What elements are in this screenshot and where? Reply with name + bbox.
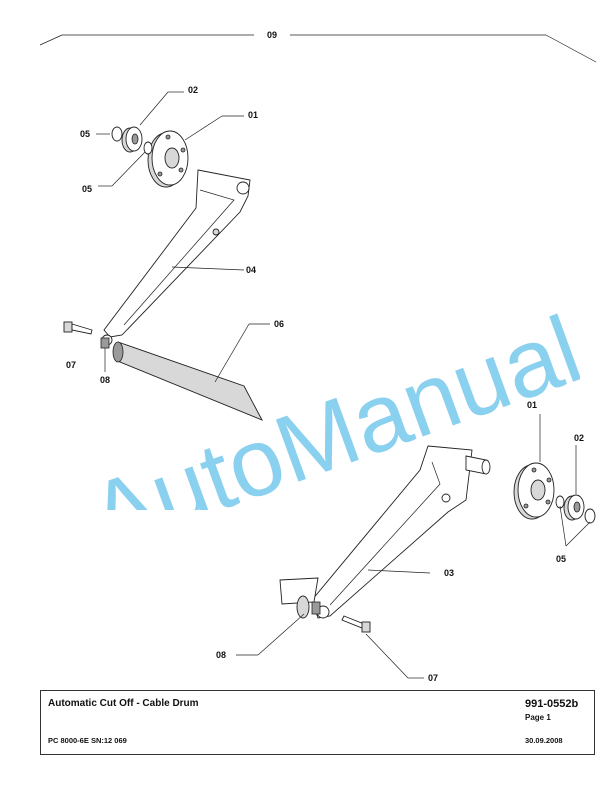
ring-top-a — [111, 126, 123, 142]
page-number: Page 1 — [525, 713, 551, 722]
callout-bottom-03: 03 — [444, 568, 454, 578]
flange-top — [147, 130, 189, 188]
flange-bottom — [513, 462, 555, 520]
watermark: AutoManual — [76, 296, 580, 510]
callout-top-06: 06 — [274, 319, 284, 329]
model-serial: PC 8000-6E SN:12 069 — [48, 736, 127, 745]
lever-arm-bottom — [311, 445, 491, 619]
bearing-top — [121, 126, 143, 153]
ring-top-b — [143, 141, 153, 155]
callout-bottom-02: 02 — [574, 433, 584, 443]
document-number: 991-0552b — [525, 698, 579, 710]
document-title: Automatic Cut Off - Cable Drum — [48, 698, 199, 709]
bolt-bottom — [341, 615, 371, 633]
nut-bottom — [311, 601, 321, 615]
roller-bottom — [279, 577, 319, 619]
callout-top-05a: 05 — [80, 129, 90, 139]
document-date: 30.09.2008 — [525, 736, 563, 745]
roller-top — [112, 341, 263, 421]
section-number: 09 — [267, 30, 277, 40]
callout-top-07: 07 — [66, 360, 76, 370]
callout-bottom-05: 05 — [556, 554, 566, 564]
callout-bottom-01: 01 — [527, 400, 537, 410]
callout-top-01: 01 — [248, 110, 258, 120]
parts-diagram: 09 02 — [39, 30, 597, 683]
title-block: Automatic Cut Off - Cable Drum PC 8000-6… — [40, 690, 595, 755]
bolt-top — [63, 321, 93, 335]
ring-bottom-b — [584, 508, 596, 524]
bearing-bottom — [563, 494, 585, 521]
callout-bottom-07: 07 — [428, 673, 438, 683]
callout-top-04: 04 — [246, 265, 256, 275]
watermark-text: AutoManual — [76, 296, 580, 510]
callout-top-08: 08 — [100, 375, 110, 385]
callout-top-05b: 05 — [82, 184, 92, 194]
callout-bottom-08: 08 — [216, 650, 226, 660]
callout-top-02: 02 — [188, 85, 198, 95]
header-bracket: 09 — [39, 30, 597, 63]
